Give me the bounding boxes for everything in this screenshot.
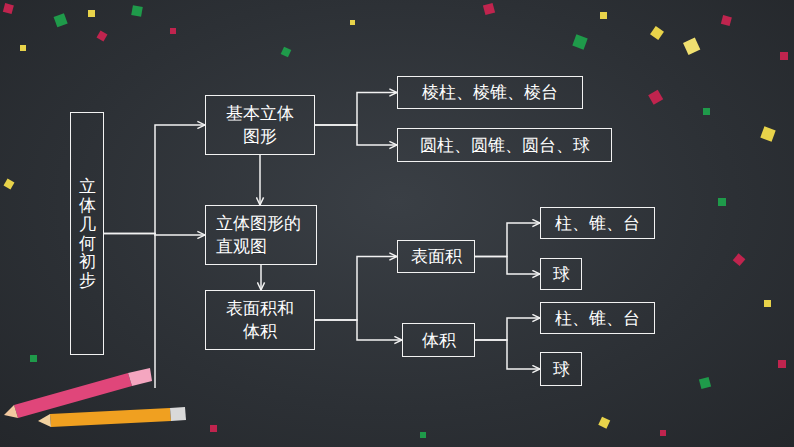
trunk-line bbox=[154, 233, 156, 388]
concept-box: 柱、锥、台 bbox=[540, 207, 655, 239]
node-label: 柱、锥、台 bbox=[555, 307, 640, 330]
concept-box: 基本立体图形 bbox=[205, 95, 315, 155]
confetti-square bbox=[3, 3, 14, 14]
connector-arrow bbox=[104, 234, 205, 235]
node-label: 棱柱、棱锥、棱台 bbox=[422, 81, 558, 104]
node-label: 圆柱、圆锥、圆台、球 bbox=[420, 134, 590, 157]
node-label: 球 bbox=[553, 263, 570, 286]
concept-box: 表面积 bbox=[397, 240, 475, 273]
concept-box: 体积 bbox=[402, 323, 475, 357]
confetti-square bbox=[699, 377, 711, 389]
node-label: 立体图形的直观图 bbox=[216, 212, 306, 258]
pencil-tip bbox=[4, 405, 18, 418]
pencil-tip bbox=[38, 414, 51, 427]
pencil-eraser bbox=[128, 368, 152, 386]
node-label: 球 bbox=[553, 358, 570, 381]
confetti-square bbox=[97, 31, 108, 42]
node-label: 表面积 bbox=[411, 245, 462, 268]
confetti-square bbox=[210, 425, 217, 432]
confetti-square bbox=[4, 179, 15, 190]
pencil-end bbox=[170, 407, 186, 421]
confetti-square bbox=[721, 15, 732, 26]
connector-arrow bbox=[104, 125, 205, 234]
confetti-square bbox=[20, 45, 26, 51]
confetti-square bbox=[733, 253, 746, 266]
concept-box: 棱柱、棱锥、棱台 bbox=[397, 76, 583, 109]
connector-arrow bbox=[475, 223, 540, 257]
confetti-square bbox=[650, 26, 664, 40]
confetti-square bbox=[718, 198, 726, 206]
connector-arrow bbox=[315, 320, 402, 340]
concept-box: 球 bbox=[540, 352, 582, 386]
confetti-square bbox=[600, 12, 607, 19]
confetti-square bbox=[281, 47, 292, 58]
concept-box: 立体图形的直观图 bbox=[205, 205, 317, 265]
confetti bbox=[3, 3, 788, 438]
confetti-square bbox=[648, 90, 663, 105]
orange-pencil bbox=[38, 407, 186, 427]
confetti-square bbox=[88, 10, 95, 17]
connector-arrow bbox=[475, 340, 540, 369]
confetti-square bbox=[30, 355, 37, 362]
confetti-square bbox=[703, 108, 710, 115]
confetti-square bbox=[760, 126, 775, 141]
pencil-body bbox=[50, 408, 171, 427]
confetti-square bbox=[598, 417, 610, 429]
confetti-square bbox=[420, 432, 426, 438]
concept-box: 球 bbox=[540, 258, 582, 290]
connector-arrow bbox=[260, 265, 262, 290]
confetti-square bbox=[350, 20, 355, 25]
connector-arrow bbox=[259, 155, 261, 205]
connector-arrow bbox=[315, 93, 397, 125]
topic-box: 立体几何初步 bbox=[70, 112, 104, 355]
confetti-square bbox=[778, 360, 786, 368]
confetti-square bbox=[54, 13, 68, 27]
confetti-square bbox=[170, 28, 176, 34]
node-label: 立体几何初步 bbox=[79, 177, 96, 289]
confetti-square bbox=[683, 38, 700, 55]
node-label: 体积 bbox=[422, 329, 456, 352]
concept-box: 柱、锥、台 bbox=[540, 302, 655, 334]
concept-box: 圆柱、圆锥、圆台、球 bbox=[397, 128, 612, 162]
connector-arrow bbox=[315, 257, 397, 320]
confetti-square bbox=[780, 52, 788, 60]
confetti-square bbox=[483, 3, 495, 15]
concept-box: 表面积和体积 bbox=[205, 290, 315, 350]
connector-arrow bbox=[475, 318, 540, 340]
node-label: 基本立体图形 bbox=[224, 102, 296, 148]
confetti-square bbox=[764, 300, 771, 307]
confetti-square bbox=[131, 5, 143, 17]
confetti-square bbox=[572, 34, 587, 49]
confetti-square bbox=[660, 430, 666, 436]
connector-arrow bbox=[315, 125, 397, 145]
node-label: 表面积和体积 bbox=[224, 297, 296, 343]
node-label: 柱、锥、台 bbox=[555, 212, 640, 235]
connector-arrow bbox=[475, 257, 540, 275]
